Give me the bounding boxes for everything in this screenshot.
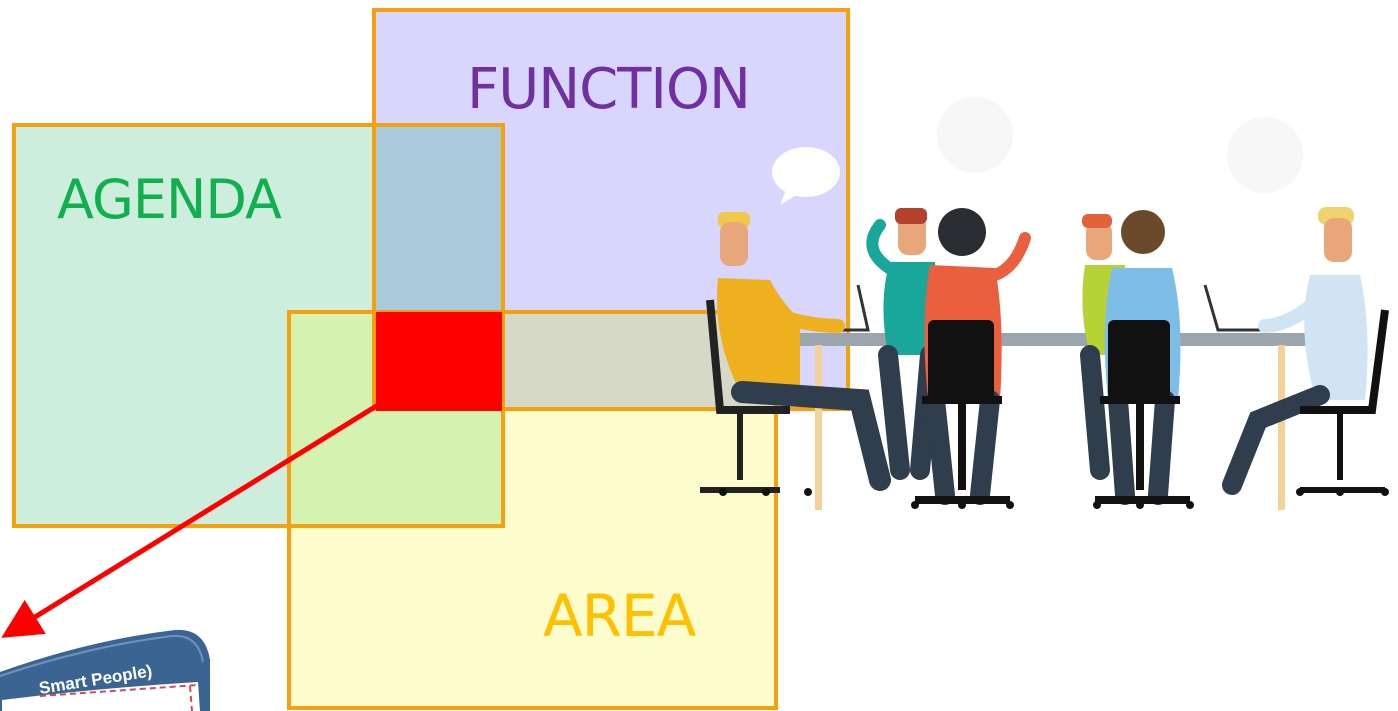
person-yellow-shirt xyxy=(700,212,891,493)
agenda-label: AGENDA xyxy=(57,168,282,231)
person-right-light-shirt xyxy=(1222,207,1389,495)
agenda-function-overlap xyxy=(376,127,501,311)
core-intersection xyxy=(376,312,502,411)
red-arrow xyxy=(1,402,380,638)
function-bottom-border xyxy=(372,407,850,411)
agenda-top-border xyxy=(372,123,505,127)
function-label: FUNCTION xyxy=(467,57,751,122)
function-left-border xyxy=(372,123,376,411)
area-top-border xyxy=(287,310,778,314)
agenda-bottom-border xyxy=(287,524,505,528)
agenda-right-border xyxy=(501,123,505,528)
smart-people-badge: Smart People) xyxy=(0,629,210,711)
speech-bubble-icon xyxy=(772,147,840,205)
person-blue-shirt xyxy=(1095,210,1190,505)
person-orange-shirt xyxy=(915,208,1031,505)
area-left-border xyxy=(287,310,291,528)
team-meeting-illustration xyxy=(700,97,1389,510)
area-label: AREA xyxy=(543,582,696,650)
